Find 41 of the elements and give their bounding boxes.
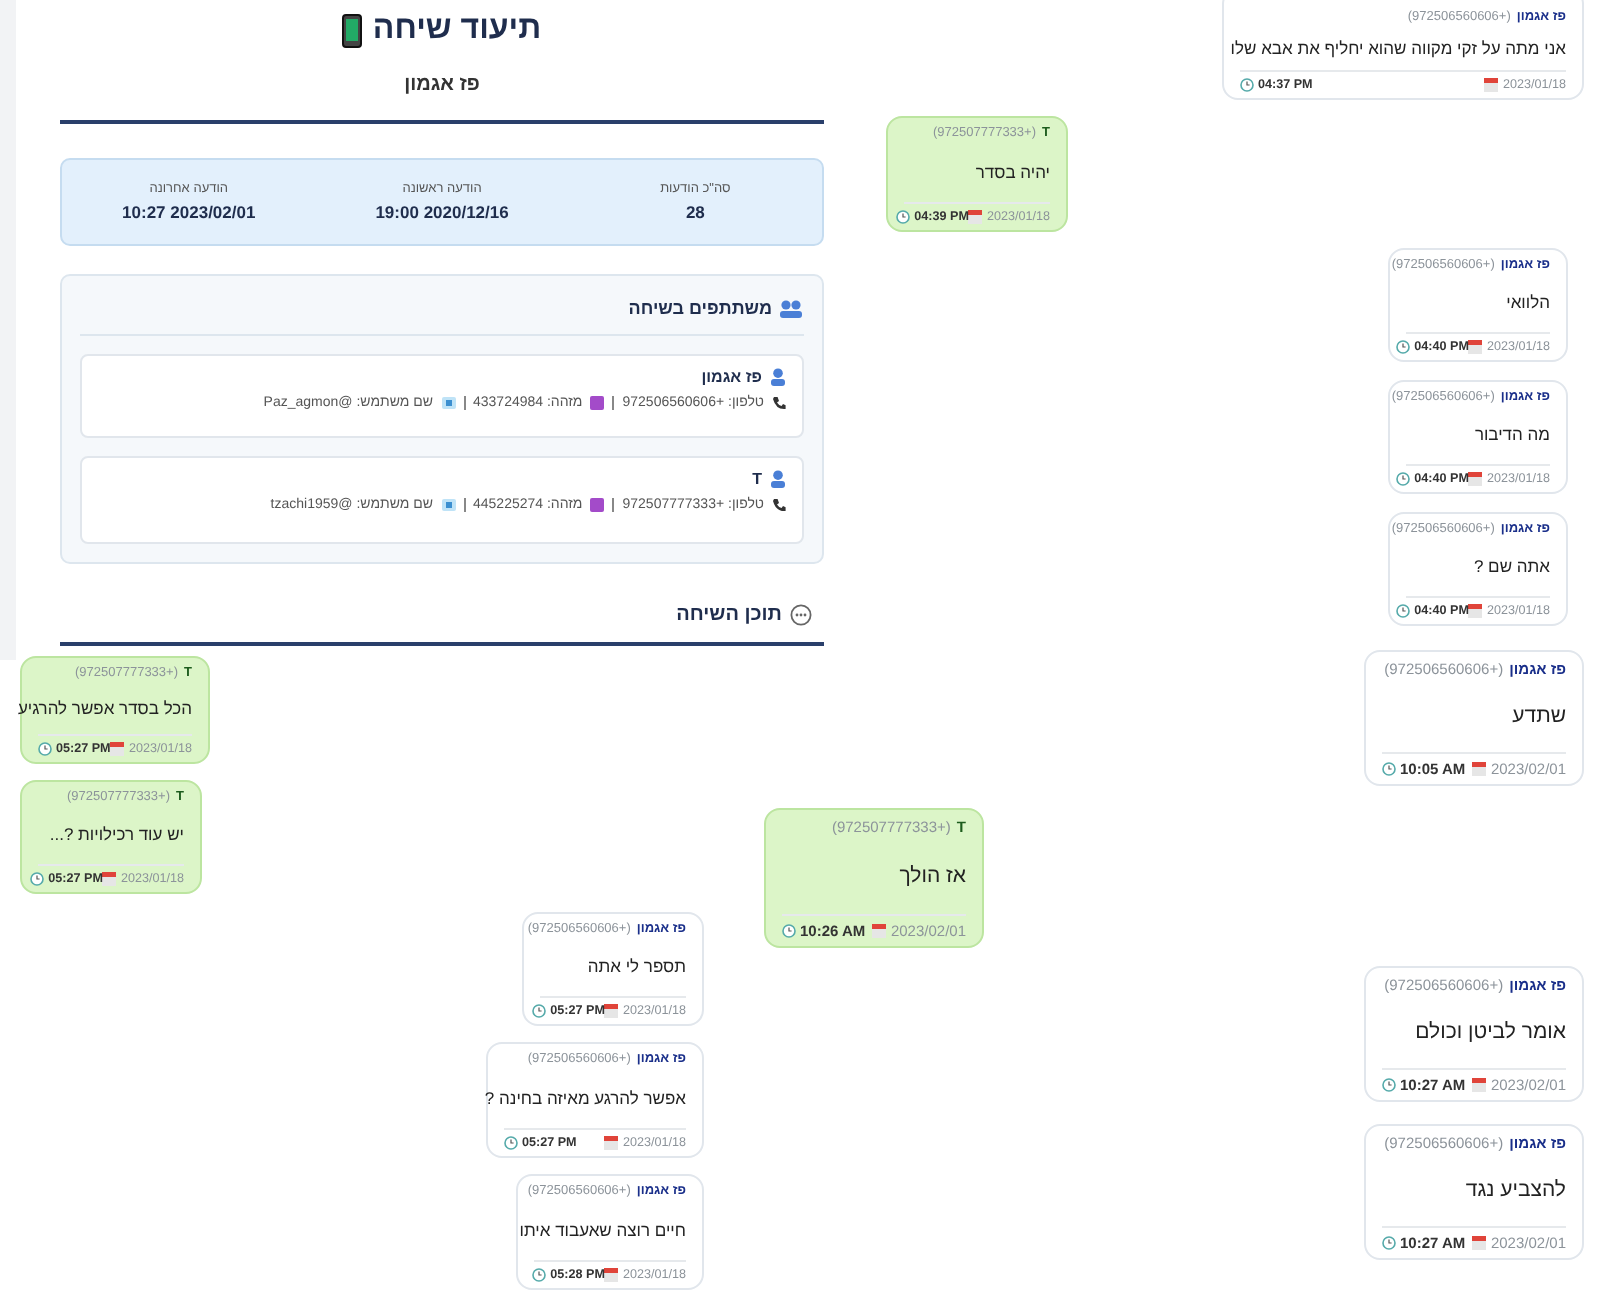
title: תיעוד שיחה [372,12,542,48]
message-bubble [20,780,202,894]
message-text: להצביע נגד [1465,1177,1566,1201]
message-bubble [522,912,704,1026]
stat-value: 2023/02/01 10:27 [122,202,256,222]
stat-value: 28 [685,202,705,222]
stats-box [60,158,824,246]
message-text: הכל בסדר אפשר להרגיע [17,697,192,717]
message-text: אני מתה על זקי מקווה שהוא יחליף את אבא שלו [1230,37,1566,57]
participant-name: פז אגמון [701,368,762,386]
stat-value: 2020/12/16 19:00 [375,202,509,222]
message-text: אומר לביטן וכולם [1415,1019,1566,1043]
message-bubble [1388,380,1568,494]
subtitle: פז אגמון [404,74,480,96]
message-text: אפשר להרגע מאיזה בחינה ? [484,1087,686,1107]
message-bubble [886,116,1068,232]
participant-card [80,456,804,544]
participant-card [80,354,804,438]
message-text: אז הולך [899,863,966,887]
message-bubble [1388,248,1568,362]
message-bubble [20,656,210,764]
participant-name: T [752,470,762,488]
message-bubble [1364,1124,1584,1260]
message-text: מה הדיבור [1474,424,1550,444]
message-text: תספר לי אתה [587,956,686,976]
message-bubble [1222,0,1584,100]
message-bubble [1364,650,1584,786]
message-bubble [1364,966,1584,1102]
participants-panel [60,274,824,564]
panel-heading: משתתפים בשיחה [628,298,772,318]
message-text: יהיה בסדר [975,161,1050,181]
message-bubble [1388,512,1568,626]
message-bubble [764,808,984,948]
message-text: הלוואי [1506,292,1550,312]
message-text: אתה שם ? [1473,556,1550,576]
message-bubble [516,1174,704,1290]
message-text: יש עוד רכילויות ?... [49,824,184,844]
message-text: שתדע [1512,703,1566,727]
message-bubble [486,1042,704,1158]
message-text: חיים רוצה שאעבוד איתו [519,1219,686,1239]
section-heading: תוכן השיחה [676,603,782,625]
